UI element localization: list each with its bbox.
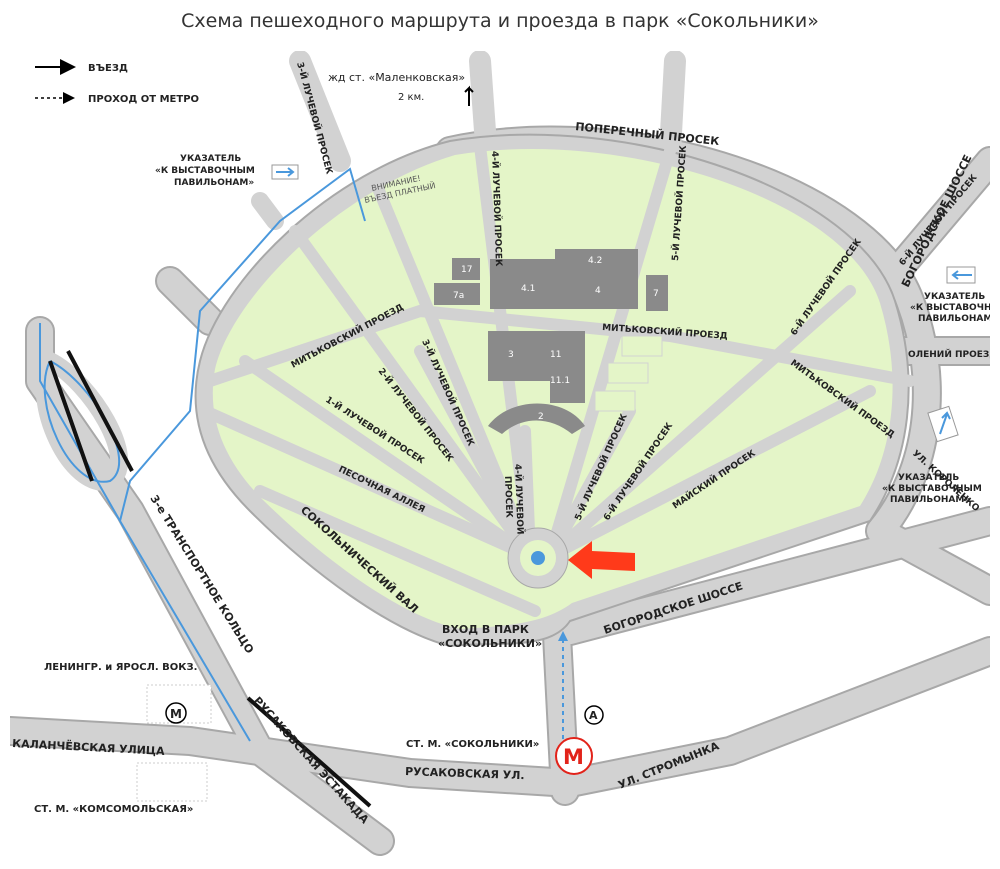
building-7a <box>434 283 480 305</box>
building-label: 7 <box>653 289 659 299</box>
oleny-label: ОЛЕНИЙ ПРОЕЗД <box>908 348 990 360</box>
metro-sokolniki-letter: М <box>563 745 584 769</box>
entrance-circle <box>507 527 569 589</box>
building-label: 4.2 <box>588 256 602 266</box>
sign-low-line-1: УКАЗАТЕЛЬ <box>898 473 959 483</box>
st-komsom-label: СТ. М. «КОМСОМОЛЬСКАЯ» <box>34 804 193 815</box>
overpass-lines <box>48 350 372 808</box>
st-sokolniki-label: СТ. М. «СОКОЛЬНИКИ» <box>406 739 539 750</box>
park-roads <box>199 140 916 617</box>
building-label: 11 <box>550 350 561 360</box>
building-label: 11.1 <box>550 376 570 386</box>
luch4-label-1: 4-Й ЛУЧЕВОЙ <box>512 464 526 535</box>
park-map[interactable]: 17 7а 4.1 4.2 4 7 3 11 11.1 2 ВЪЕЗД ПРОХ… <box>0 50 1000 857</box>
building-4 <box>490 249 638 309</box>
bus-stop-letter: А <box>589 709 598 722</box>
building-17 <box>452 258 480 280</box>
building-label: 4 <box>595 286 601 296</box>
building-label: 17 <box>461 265 472 275</box>
sign-left-line-2: «К ВЫСТАВОЧНЫМ <box>155 166 255 176</box>
page-title: Схема пешеходного маршрута и проезда в п… <box>181 10 819 32</box>
entrance-line-2: «СОКОЛЬНИКИ» <box>438 637 542 650</box>
metro-sokolniki-icon <box>555 737 593 775</box>
building-7 <box>646 275 668 311</box>
rusak-street-label: РУСАКОВСКАЯ УЛ. <box>405 765 525 782</box>
building-label: 4.1 <box>521 284 535 294</box>
sign-low-line-3: ПАВИЛЬОНАМ» <box>890 495 970 505</box>
sign-right-line-1: УКАЗАТЕЛЬ <box>924 292 985 302</box>
building-3-11 <box>488 331 585 403</box>
building-label: 2 <box>538 412 544 422</box>
rail-station-label: жд ст. «Маленковская» <box>328 71 465 84</box>
sign-right-line-2: «К ВЫСТАВОЧНЫМ <box>910 303 990 313</box>
legend-entry-label: ВЪЕЗД <box>88 63 128 74</box>
metro-small-letter: М <box>170 707 182 721</box>
rail-arrow-icon <box>464 85 474 106</box>
entrance-line-1: ВХОД В ПАРК <box>442 623 529 636</box>
vokzal-label: ЛЕНИНГР. и ЯРОСЛ. ВОКЗ. <box>44 662 197 673</box>
bus-stop-icon <box>584 705 604 725</box>
map-canvas: 17 7а 4.1 4.2 4 7 3 11 11.1 2 ВЪЕЗД ПРОХ… <box>0 50 1000 856</box>
building-label: 3 <box>508 350 514 360</box>
sign-left-line-3: ПАВИЛЬОНАМ» <box>174 178 254 188</box>
sign-right-line-3: ПАВИЛЬОНАМ» <box>918 314 990 324</box>
building-label: 7а <box>453 291 464 301</box>
walk-arrow <box>558 631 568 641</box>
metro-small-icon <box>165 702 187 724</box>
sign-left-line-1: УКАЗАТЕЛЬ <box>180 154 241 164</box>
legend-walk-label: ПРОХОД ОТ МЕТРО <box>88 94 199 105</box>
legend: ВЪЕЗД ПРОХОД ОТ МЕТРО <box>35 59 199 105</box>
entrance-pointer-arrow-icon <box>568 541 635 579</box>
building-2 <box>488 403 585 434</box>
sign-low-line-2: «К ВЫСТАВОЧНЫМ <box>882 484 982 494</box>
rail-distance-label: 2 км. <box>398 92 424 103</box>
buildings: 17 7а 4.1 4.2 4 7 3 11 11.1 2 <box>434 249 668 434</box>
luch4-label-2: ПРОСЕК <box>502 476 513 519</box>
